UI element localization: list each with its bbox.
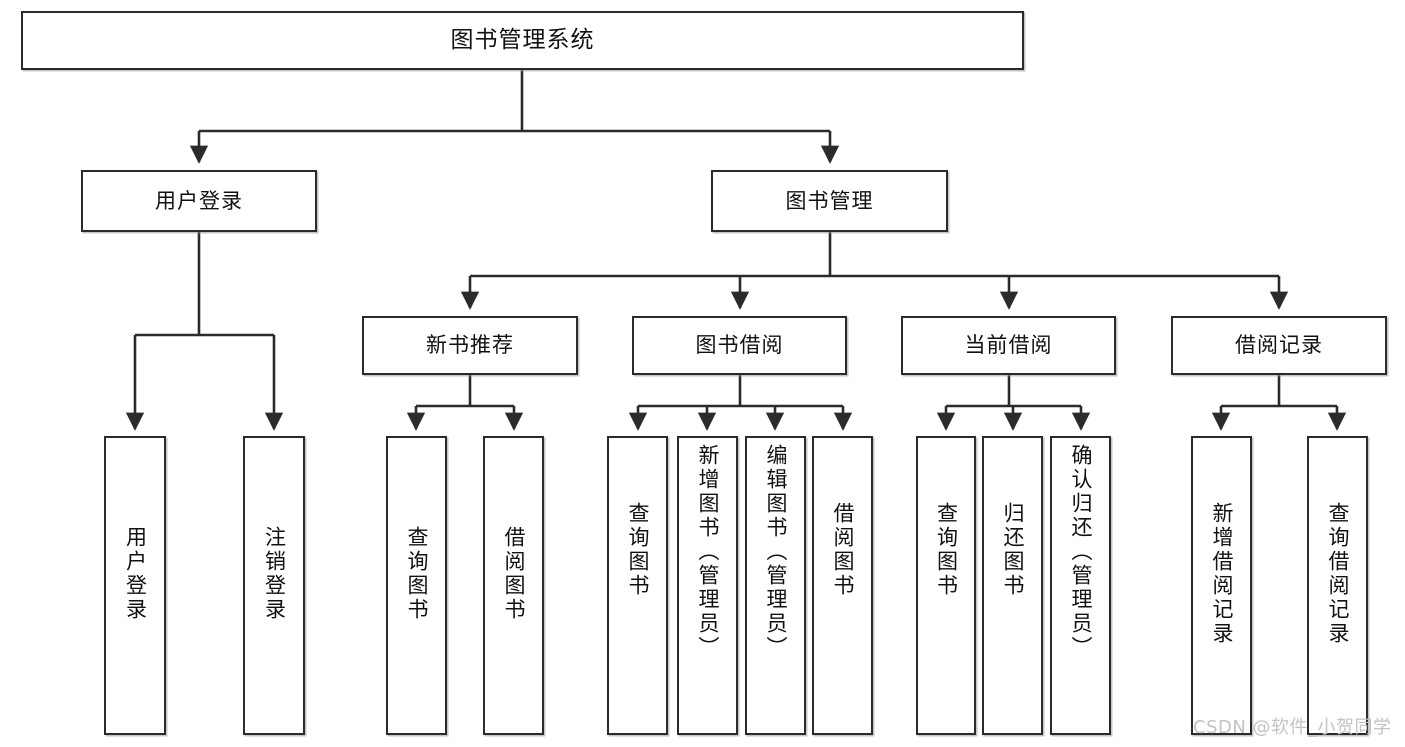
leaf-borrow-query-book[interactable]: 查询图书 <box>607 436 668 735</box>
node-label: 图书借阅 <box>695 333 784 358</box>
node-user-login[interactable]: 用户登录 <box>81 170 317 232</box>
node-label: 借阅记录 <box>1235 333 1323 358</box>
leaf-borrow-add-book-admin[interactable]: 新增图书（管理员） <box>677 436 738 735</box>
node-label: 当前借阅 <box>964 333 1053 358</box>
node-book-management[interactable]: 图书管理 <box>711 170 948 232</box>
node-label: 借阅图书 <box>502 526 526 622</box>
leaf-current-confirm-return-admin[interactable]: 确认归还（管理员） <box>1050 436 1111 735</box>
leaf-borrow-edit-book-admin[interactable]: 编辑图书（管理员） <box>745 436 806 735</box>
node-label: 用户登录 <box>123 526 148 622</box>
node-book-borrow[interactable]: 图书借阅 <box>632 316 847 375</box>
node-new-book-recommend[interactable]: 新书推荐 <box>362 316 578 375</box>
leaf-recommend-query-book[interactable]: 查询图书 <box>386 436 447 735</box>
leaf-user-logout[interactable]: 注销登录 <box>243 436 305 735</box>
node-system-root[interactable]: 图书管理系统 <box>21 11 1024 70</box>
node-label: 图书管理系统 <box>450 26 595 53</box>
leaf-current-query-book[interactable]: 查询图书 <box>916 436 976 735</box>
node-label: 查询图书 <box>626 502 650 598</box>
node-label: 用户登录 <box>155 188 243 213</box>
node-label: 注销登录 <box>262 526 287 622</box>
node-label: 查询图书 <box>934 502 959 598</box>
node-label: 新增图书（管理员） <box>696 444 720 660</box>
node-label: 借阅图书 <box>831 502 855 598</box>
node-label: 新书推荐 <box>426 333 514 358</box>
leaf-record-query-borrow-record[interactable]: 查询借阅记录 <box>1307 436 1368 735</box>
node-label: 编辑图书（管理员） <box>764 444 788 660</box>
node-label: 查询借阅记录 <box>1326 502 1350 646</box>
leaf-current-return-book[interactable]: 归还图书 <box>982 436 1043 735</box>
node-borrow-record[interactable]: 借阅记录 <box>1171 316 1387 375</box>
node-label: 查询图书 <box>405 526 429 622</box>
leaf-user-login[interactable]: 用户登录 <box>104 436 166 735</box>
node-current-borrow[interactable]: 当前借阅 <box>901 316 1116 375</box>
watermark: CSDN @软件_小贺同学 <box>1193 717 1392 738</box>
node-label: 归还图书 <box>1001 502 1025 598</box>
node-label: 确认归还（管理员） <box>1069 444 1093 660</box>
leaf-borrow-borrow-book[interactable]: 借阅图书 <box>812 436 873 735</box>
node-label: 新增借阅记录 <box>1210 502 1234 646</box>
leaf-recommend-borrow-book[interactable]: 借阅图书 <box>483 436 544 735</box>
node-label: 图书管理 <box>785 188 874 213</box>
leaf-record-add-borrow-record[interactable]: 新增借阅记录 <box>1191 436 1252 735</box>
